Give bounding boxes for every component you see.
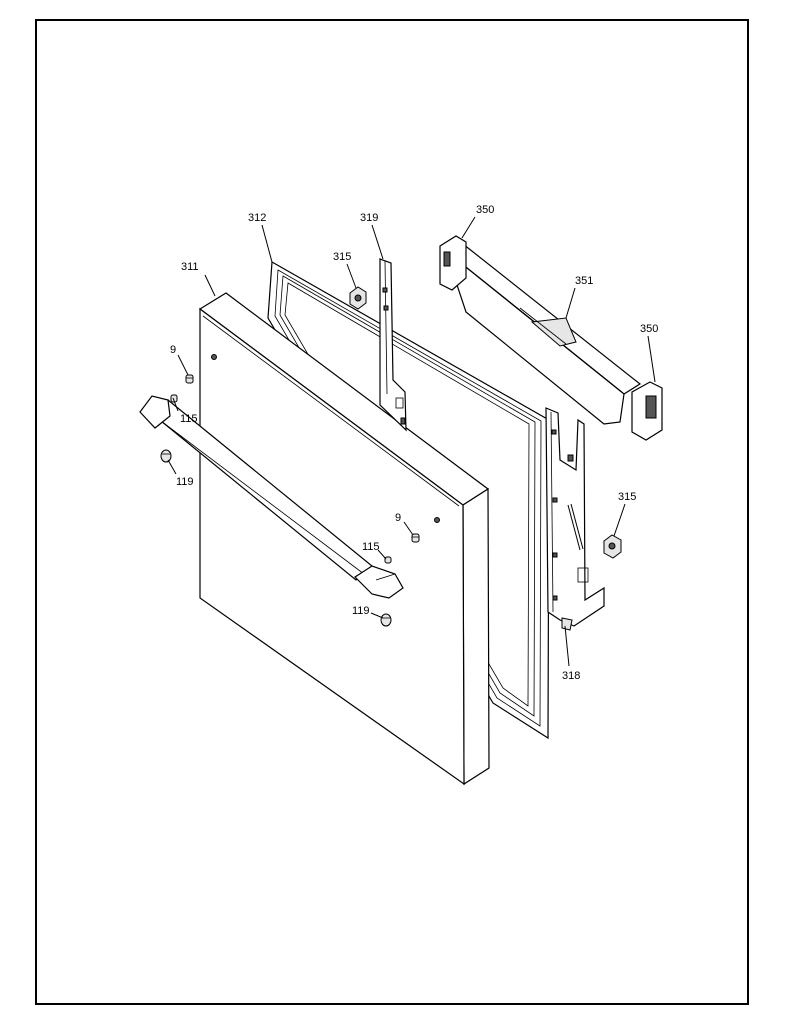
bottom-hinge-bracket	[545, 407, 605, 631]
callout-spacer-right: 115	[362, 541, 380, 553]
callout-plug-right: 119	[352, 605, 370, 617]
callout-rail: 351	[575, 275, 593, 287]
leader-lines	[167, 216, 656, 667]
top-hinge-bracket	[379, 258, 407, 432]
plug-left	[160, 449, 172, 463]
door-hole	[211, 354, 217, 360]
screw-left	[185, 374, 194, 384]
door-hole	[434, 517, 440, 523]
bushing-left	[349, 286, 367, 310]
callout-bottom-hinge: 318	[562, 670, 580, 682]
callout-top-hinge: 319	[360, 212, 378, 224]
bushing-right	[603, 534, 622, 559]
screw-right	[411, 533, 420, 543]
diagram-frame	[35, 19, 749, 1005]
callout-spacer-left: 115	[180, 413, 198, 425]
door-handle	[139, 395, 404, 599]
callout-plug-left: 119	[176, 476, 194, 488]
callout-rail-cap-bottom: 350	[640, 323, 658, 335]
rail-cap-bottom	[631, 381, 663, 441]
rail-cap-top	[439, 235, 467, 291]
callout-bushing-left: 315	[333, 251, 351, 263]
spacer-right	[384, 556, 392, 564]
rail-assembly	[445, 243, 642, 425]
callout-bushing-right: 315	[618, 491, 636, 503]
spacer-left	[170, 394, 178, 403]
callout-screw-left: 9	[170, 344, 176, 356]
callout-door: 311	[181, 261, 199, 273]
callout-screw-right: 9	[395, 512, 401, 524]
callout-door-gasket: 312	[248, 212, 266, 224]
callout-labels: 312 319 315 311 350 351 350 9 115 119 9 …	[170, 204, 658, 682]
callout-rail-cap-top: 350	[476, 204, 494, 216]
plug-right	[380, 613, 392, 627]
